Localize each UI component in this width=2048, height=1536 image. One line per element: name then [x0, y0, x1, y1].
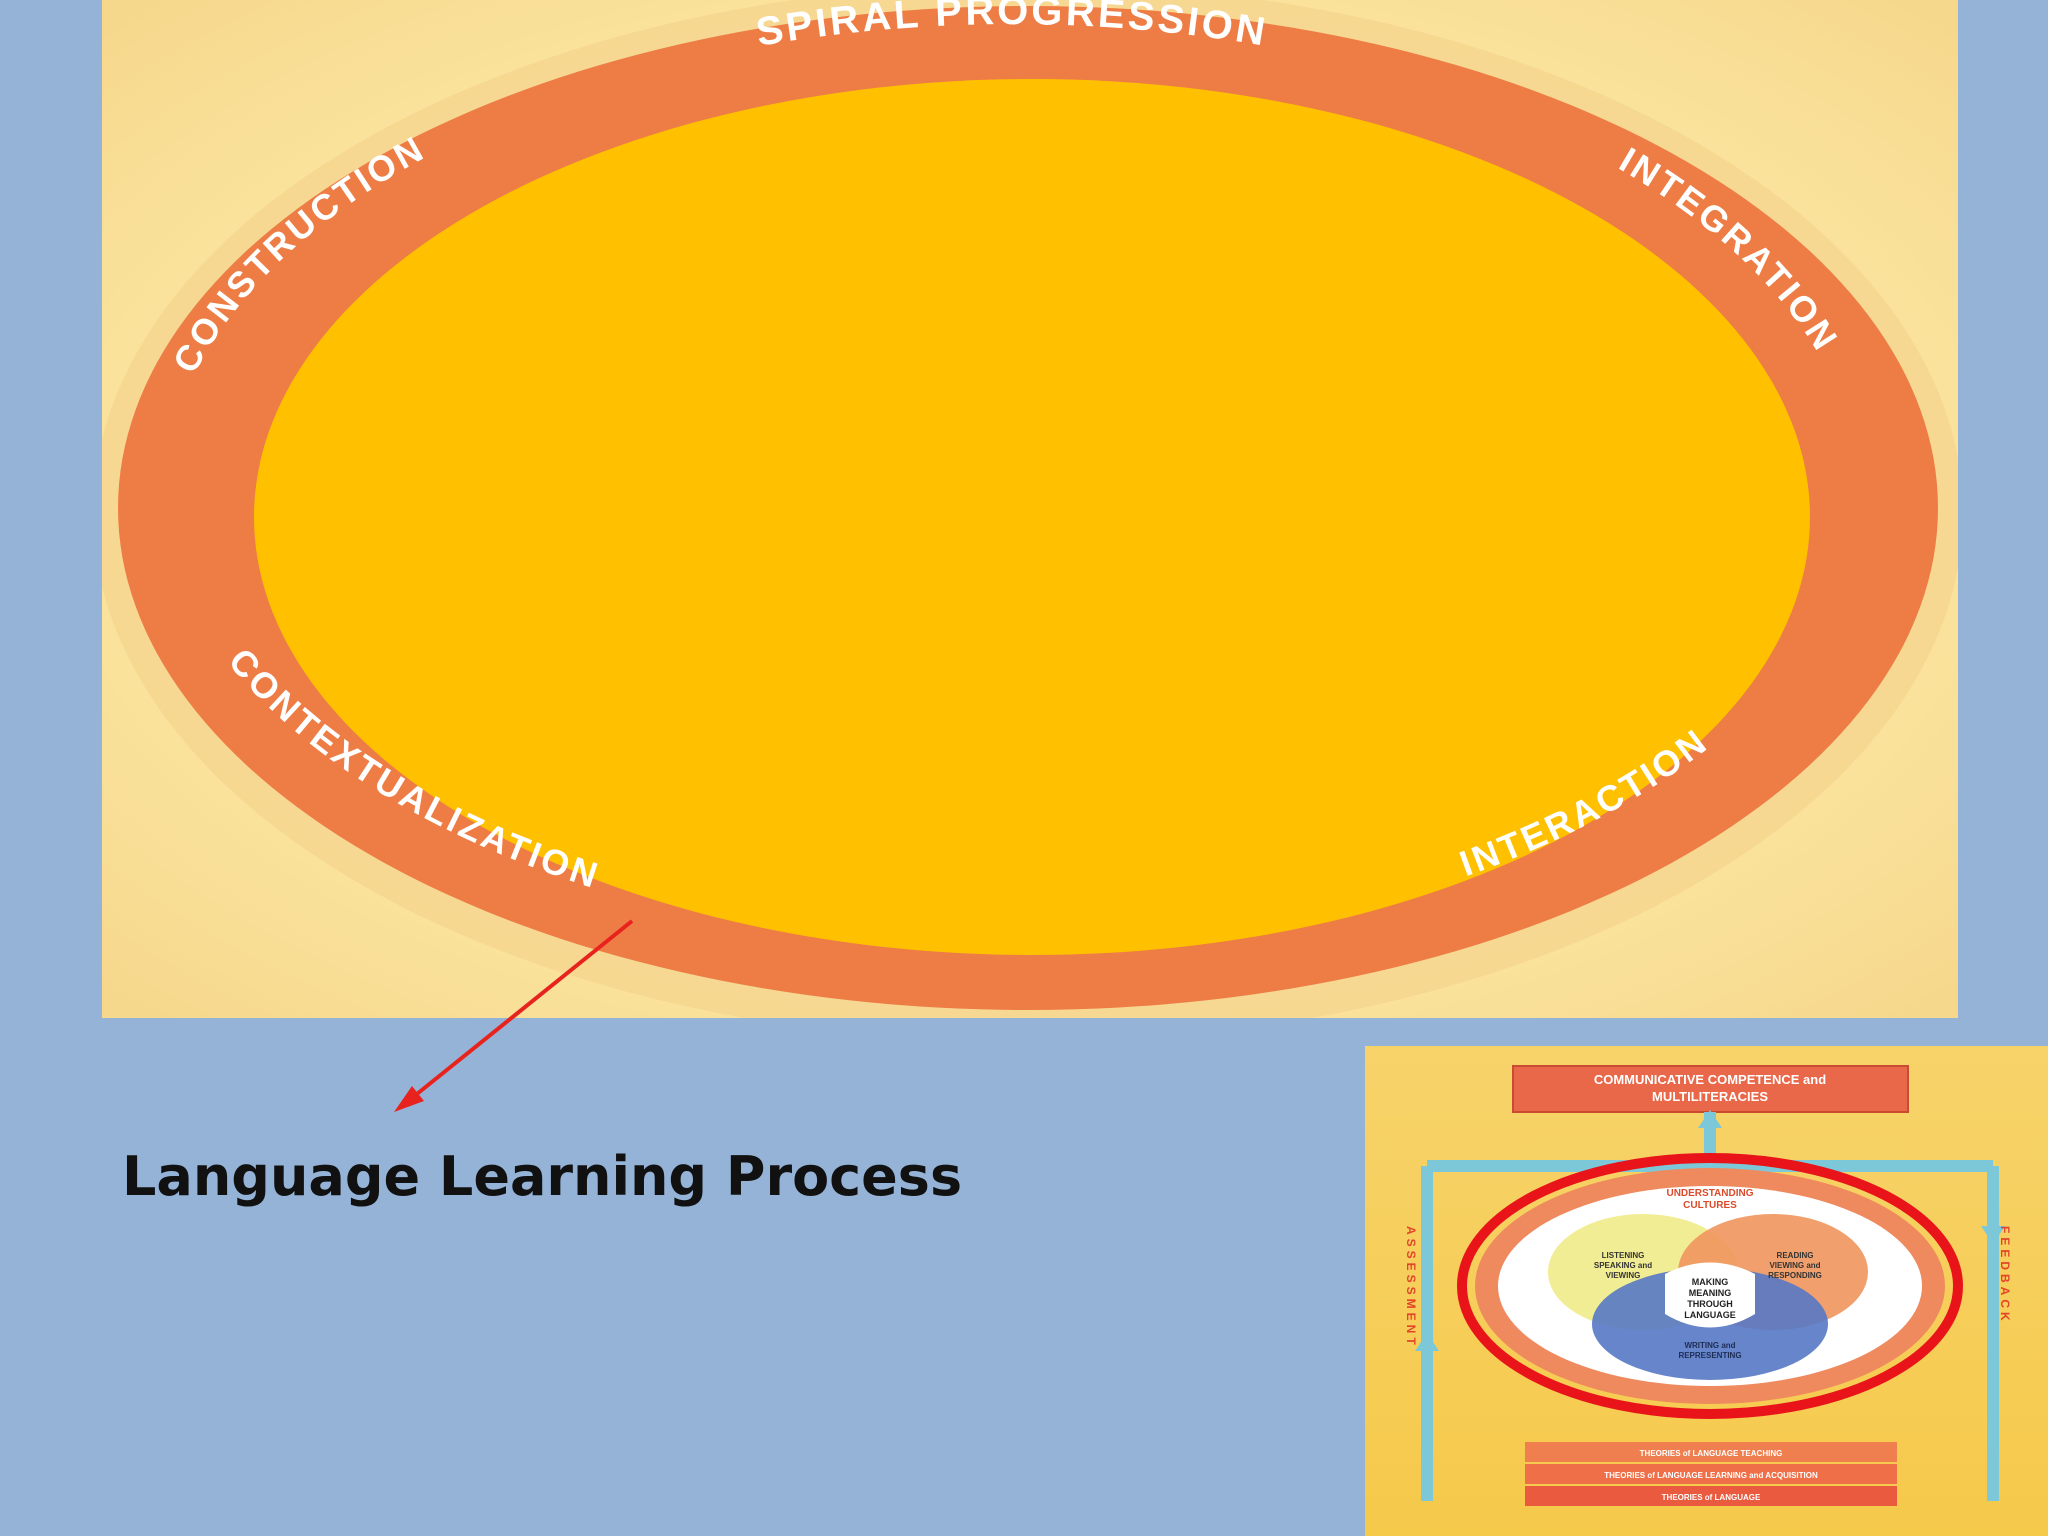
thumb-listening-line-2: SPEAKING and: [1594, 1261, 1652, 1270]
caption-language-learning-process: Language Learning Process: [122, 1145, 963, 1208]
thumb-up-arrow: [1698, 1110, 1722, 1128]
thumb-understanding-line-1: UNDERSTANDING: [1666, 1188, 1753, 1199]
thumb-listening-line-1: LISTENING: [1602, 1251, 1645, 1260]
thumb-reading-line-2: VIEWING and: [1769, 1261, 1820, 1270]
thumb-reading-line-1: READING: [1777, 1251, 1814, 1260]
thumb-writing-line-1: WRITING and: [1684, 1341, 1735, 1350]
thumb-bottom-box-1-label: THEORIES of LANGUAGE TEACHING: [1640, 1449, 1783, 1458]
thumb-left-arrow: [1415, 1333, 1439, 1351]
thumb-bottom-box-3: [1525, 1486, 1897, 1506]
thumb-bottom-box-2: [1525, 1464, 1897, 1484]
thumb-assessment-label: ASSESSMENT: [1404, 1226, 1418, 1349]
thumb-top-box-line-1: COMMUNICATIVE COMPETENCE and: [1594, 1072, 1826, 1087]
framework-thumbnail: COMMUNICATIVE COMPETENCE and MULTILITERA…: [1365, 1046, 2048, 1536]
thumb-top-box-line-2: MULTILITERACIES: [1652, 1089, 1768, 1104]
thumb-bottom-box-3-label: THEORIES of LANGUAGE: [1662, 1493, 1761, 1502]
thumb-center-shield: [1665, 1262, 1755, 1328]
thumb-writing-line-2: REPRESENTING: [1678, 1351, 1741, 1360]
thumb-center-line-3: THROUGH: [1687, 1299, 1733, 1309]
thumb-right-arrow: [1981, 1226, 2005, 1244]
main-diagram-svg: SPIRAL PROGRESSION CONSTRUCTION INTEGRAT…: [102, 0, 1958, 1018]
thumb-listening-line-3: VIEWING: [1606, 1271, 1641, 1280]
thumb-bottom-box-1: [1525, 1442, 1897, 1462]
thumb-highlight-ellipse: [1457, 1153, 1963, 1419]
inner-ellipse: [254, 79, 1810, 955]
thumb-center-line-4: LANGUAGE: [1684, 1310, 1736, 1320]
thumb-center-line-2: MEANING: [1689, 1288, 1732, 1298]
thumb-bottom-box-2-label: THEORIES of LANGUAGE LEARNING and ACQUIS…: [1604, 1471, 1818, 1480]
main-diagram-panel: SPIRAL PROGRESSION CONSTRUCTION INTEGRAT…: [102, 0, 1958, 1018]
thumb-feedback-label: FEEDBACK: [1998, 1226, 2012, 1325]
pointer-arrowhead: [394, 1086, 424, 1112]
thumb-understanding-line-2: CULTURES: [1683, 1200, 1737, 1211]
framework-thumbnail-svg: COMMUNICATIVE COMPETENCE and MULTILITERA…: [1404, 1065, 2012, 1506]
thumb-reading-line-3: RESPONDING: [1768, 1271, 1822, 1280]
thumb-center-line-1: MAKING: [1692, 1277, 1729, 1287]
